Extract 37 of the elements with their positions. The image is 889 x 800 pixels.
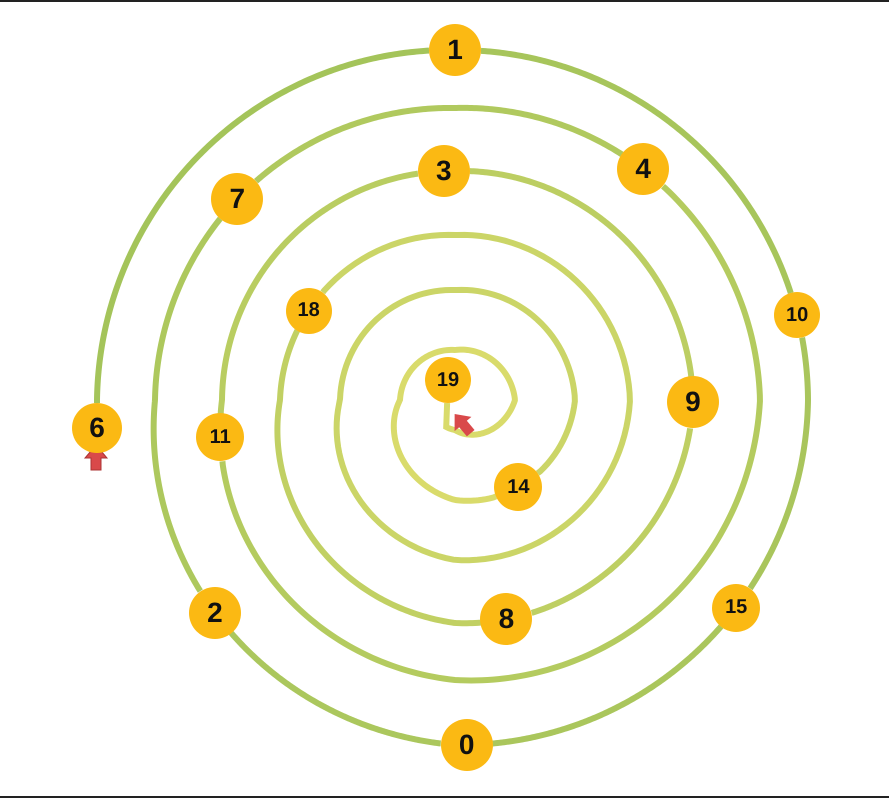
circle-number: 15 (725, 596, 748, 620)
spiral-line (480, 48, 794, 296)
circle-number: 3 (436, 155, 452, 188)
number-circle (286, 288, 332, 334)
number-circle (72, 403, 122, 453)
number-circle (617, 143, 670, 196)
spiral-line (320, 232, 633, 564)
spiral-line (530, 426, 694, 616)
number-circle (188, 586, 241, 639)
spiral-line (219, 184, 763, 684)
number-circle (429, 24, 481, 76)
spiral-line (390, 346, 518, 504)
spiral-line (254, 104, 624, 184)
number-circle (494, 463, 542, 512)
circle-number: 10 (786, 304, 808, 327)
number-circle (712, 584, 760, 632)
spiral-line (228, 630, 442, 746)
circle-number: 0 (458, 728, 474, 761)
circle-number: 6 (89, 412, 105, 444)
spiral-line (274, 328, 484, 626)
spiral-line (490, 624, 724, 746)
circle-number: 9 (685, 386, 701, 418)
circle-number: 18 (298, 299, 320, 322)
circle-number: 7 (230, 183, 246, 216)
circle-number: 11 (210, 426, 231, 449)
spiral-line (218, 170, 420, 414)
spiral-line (150, 216, 224, 593)
circle-number: 14 (507, 476, 530, 499)
circle-number: 8 (498, 603, 514, 636)
circle-number: 19 (436, 368, 460, 392)
circle-number: 1 (447, 34, 463, 66)
number-circle (211, 173, 264, 226)
spiral-line (747, 334, 811, 591)
circle-number: 2 (207, 596, 223, 629)
spiral-line (94, 48, 430, 404)
circle-number: 4 (635, 153, 651, 186)
number-circle (425, 357, 471, 403)
